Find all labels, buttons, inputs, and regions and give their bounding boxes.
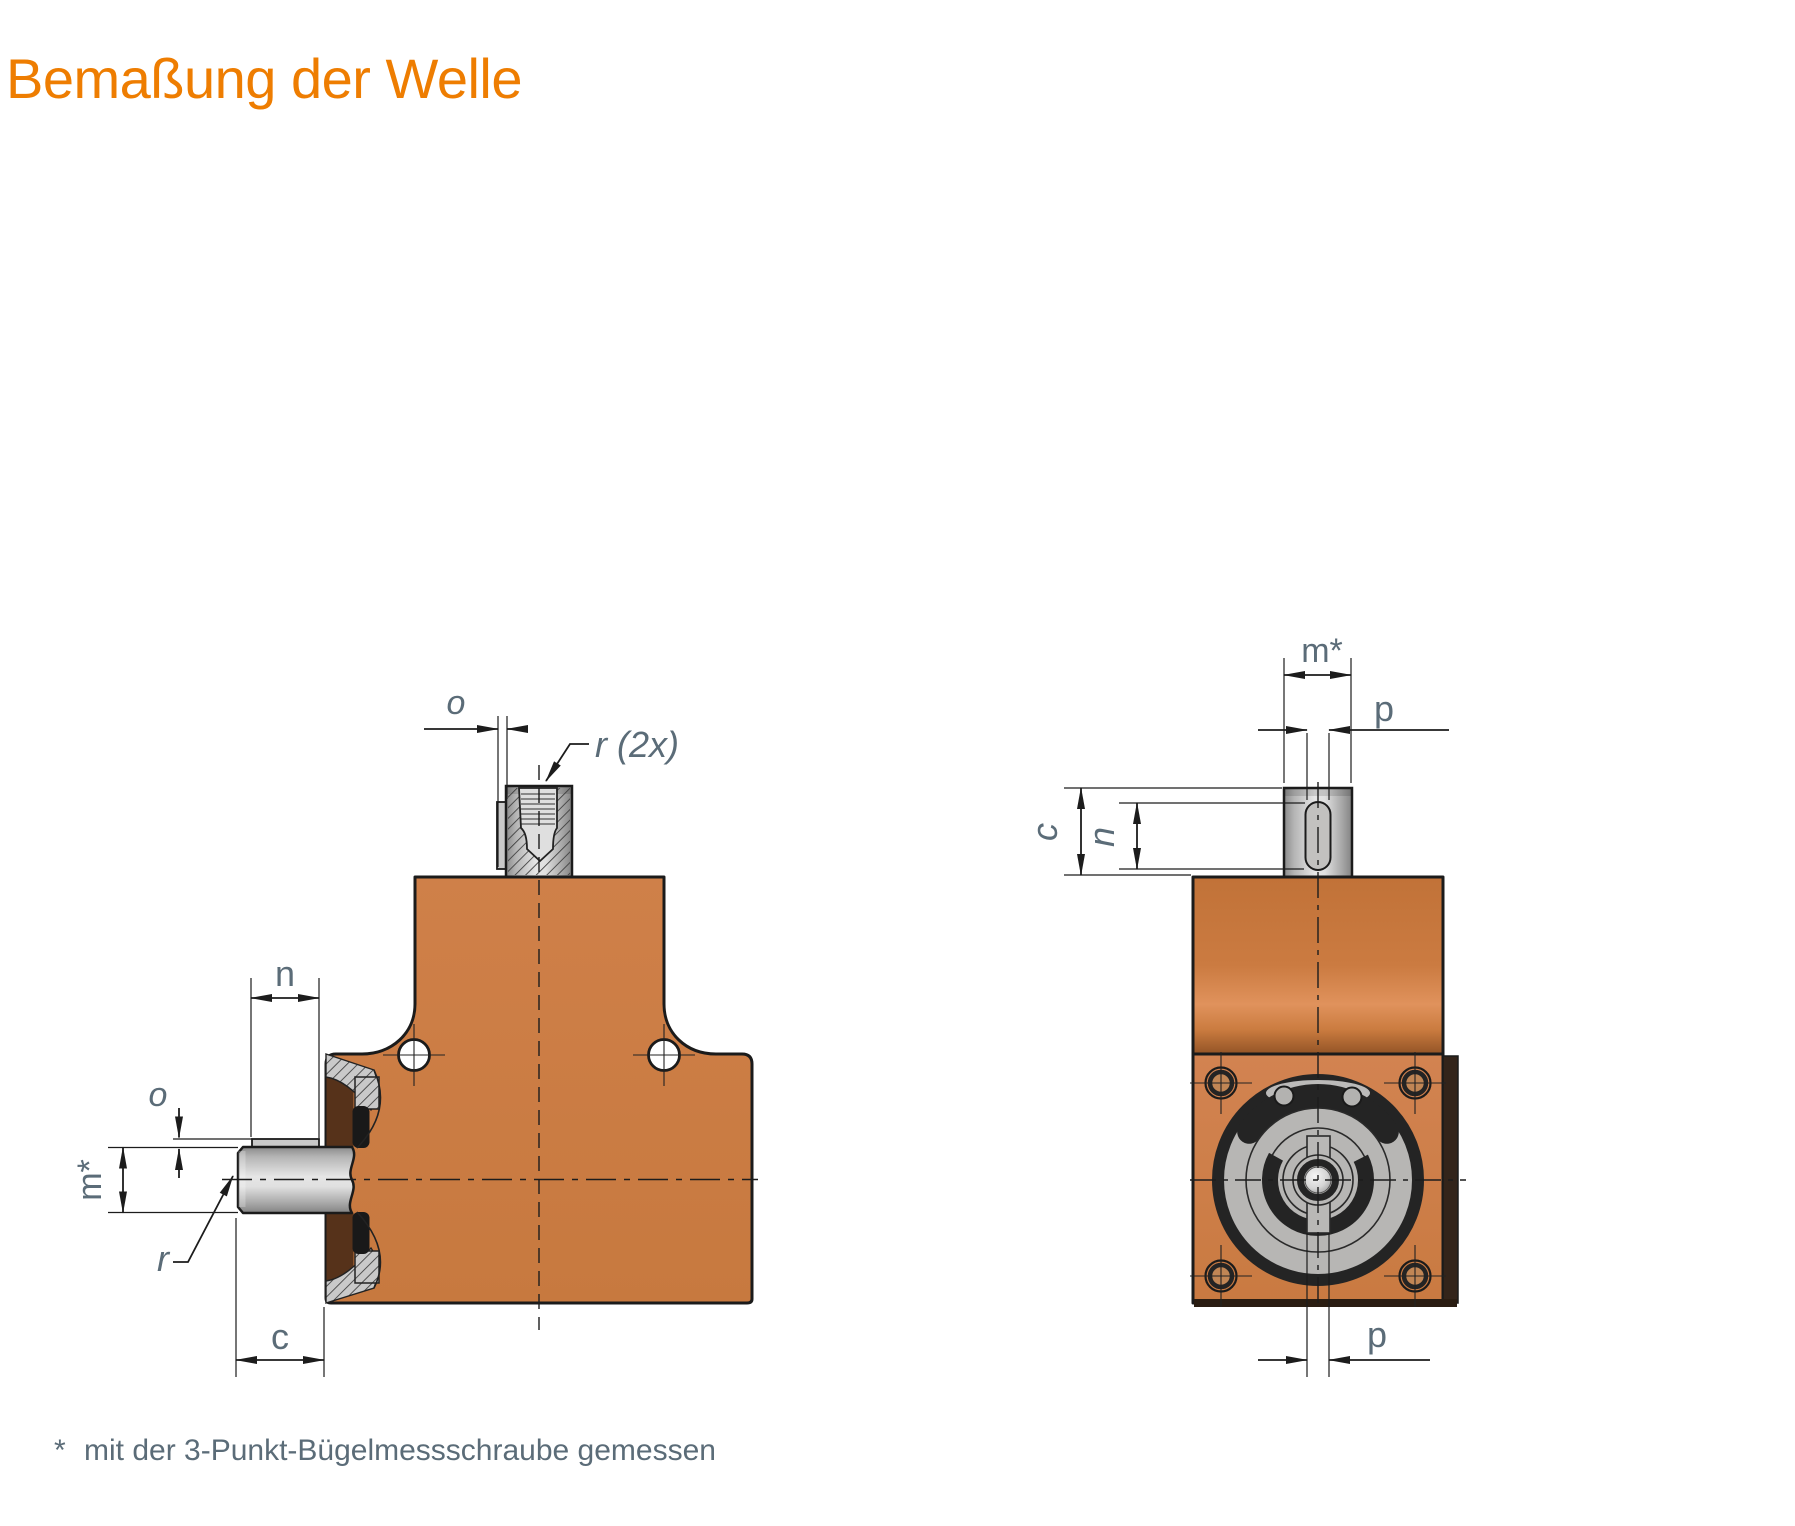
bearing-section <box>325 1053 382 1304</box>
dim-r2x: r (2x) <box>545 724 679 782</box>
dim-label-r: r <box>157 1238 171 1279</box>
output-shaft <box>236 1138 356 1215</box>
footnote: * mit der 3-Punkt-Bügelmessschraube gemes… <box>54 1434 716 1468</box>
footnote-text: mit der 3-Punkt-Bügelmessschraube gemess… <box>84 1434 716 1467</box>
threaded-bore <box>508 787 570 875</box>
dim-label-m-star-front: m* <box>1301 632 1343 670</box>
footnote-marker: * <box>54 1434 66 1467</box>
dim-o-left: o <box>108 1076 252 1178</box>
cover-hole <box>1341 1086 1363 1108</box>
dim-label-o-left: o <box>149 1076 168 1114</box>
dim-o-top: o <box>424 684 528 867</box>
page-title: Bemaßung der Welle <box>6 46 523 110</box>
dim-p-bottom: p <box>1258 1233 1430 1377</box>
dim-label-c-front: c <box>1024 823 1065 841</box>
dim-r: r <box>157 1175 234 1279</box>
side-section-view: o r (2x) n o <box>71 684 758 1377</box>
dim-c: c <box>235 1218 325 1377</box>
dim-label-r2x: r (2x) <box>595 724 679 765</box>
dim-m-star: m* <box>71 1146 238 1214</box>
dim-n: n <box>250 953 320 1138</box>
bolt-hole <box>383 1024 445 1086</box>
dim-c-front: c <box>1024 787 1282 876</box>
dim-label-n-front: n <box>1081 827 1122 847</box>
bearing-block <box>354 1076 380 1110</box>
dim-label-m-star: m* <box>71 1159 109 1201</box>
dim-label-p-bottom: p <box>1367 1314 1387 1355</box>
shaft-seal <box>352 1106 370 1148</box>
dim-label-n: n <box>275 953 295 994</box>
cover-hole <box>1273 1085 1295 1107</box>
dim-label-o-top: o <box>447 684 466 722</box>
input-shaft <box>496 784 574 880</box>
front-view: m* p c n <box>1024 632 1466 1377</box>
dim-m-star-front: m* <box>1283 632 1352 783</box>
dim-label-p-top: p <box>1374 688 1394 729</box>
flange-bottom-edge <box>1194 1299 1457 1307</box>
cover-top-arc <box>1237 1084 1399 1144</box>
bolt-hole <box>633 1024 695 1086</box>
dim-label-c: c <box>271 1316 289 1357</box>
flange-bolt-holes <box>1190 1052 1446 1307</box>
dim-n-front: n <box>1081 802 1305 870</box>
dim-p-top: p <box>1258 688 1449 800</box>
